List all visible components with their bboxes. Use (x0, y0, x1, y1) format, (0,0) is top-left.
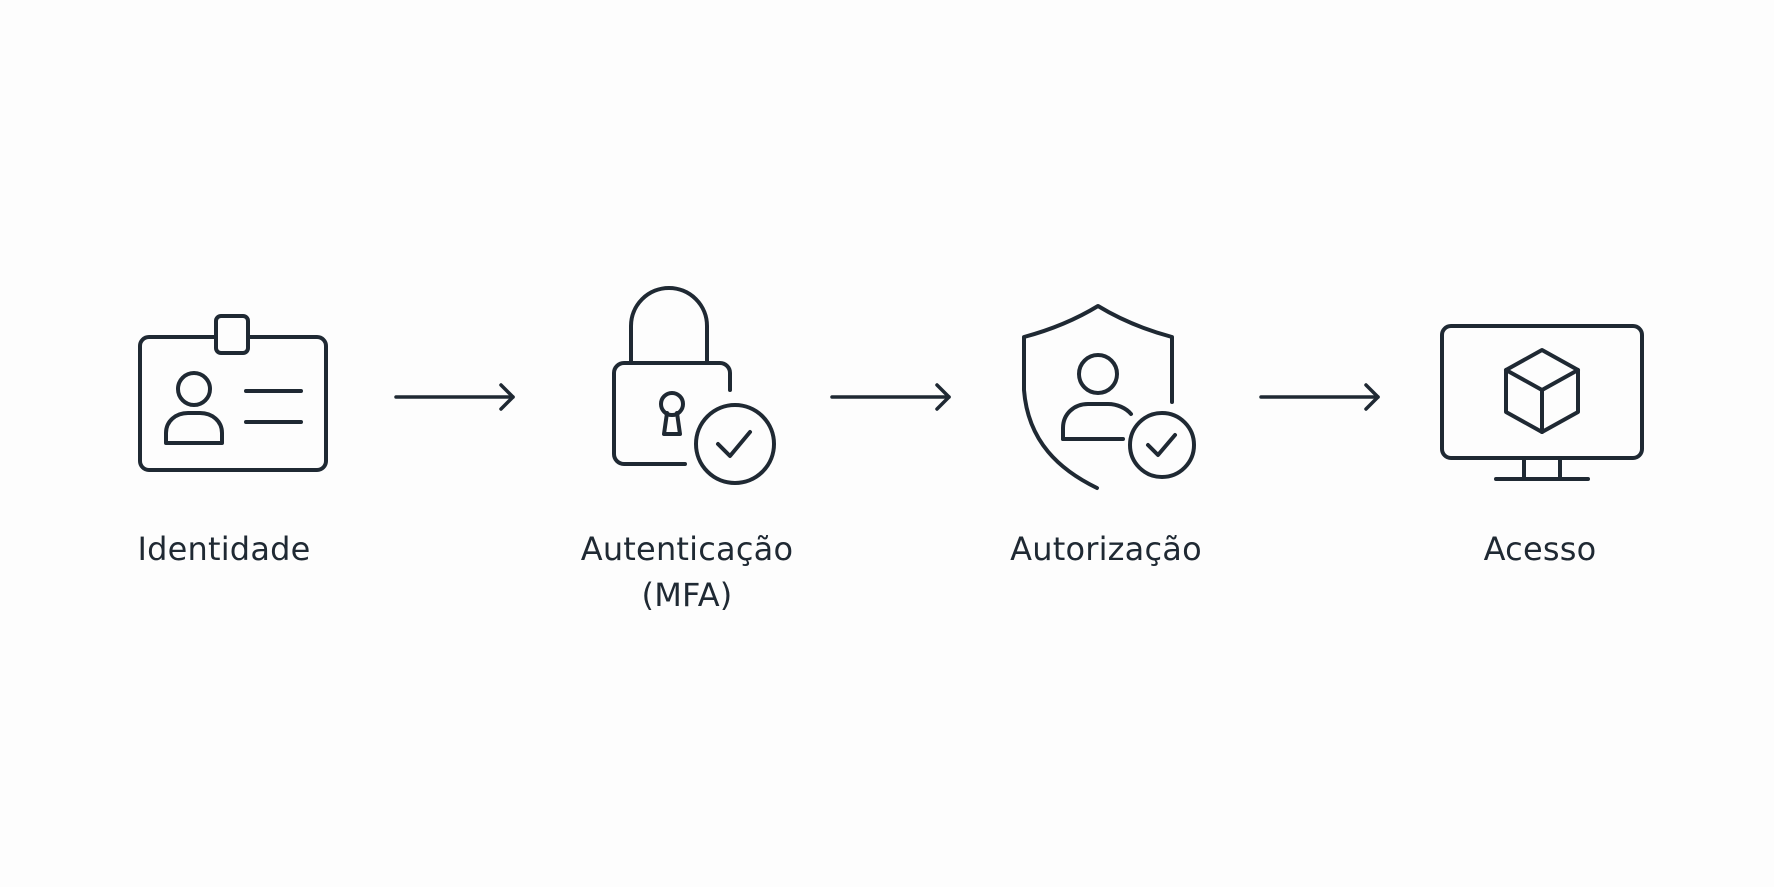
step-label-identidade: Identidade (112, 526, 336, 572)
step-label-line: Acesso (1483, 530, 1597, 568)
id-badge-icon (132, 312, 332, 474)
arrow-right-icon (830, 382, 954, 416)
step-label-line: Autenticação (580, 530, 794, 568)
step-label-line: Autorização (1010, 530, 1202, 568)
step-label-acesso: Acesso (1420, 526, 1660, 572)
arrow-right-icon (1259, 382, 1383, 416)
step-label-line: (MFA) (641, 576, 733, 614)
step-label-autorizacao: Autorização (966, 526, 1246, 572)
padlock-check-icon (605, 286, 781, 488)
arrow-right-icon (394, 382, 518, 416)
shield-user-check-icon (1020, 302, 1200, 492)
step-label-autenticacao: Autenticação (MFA) (547, 526, 827, 618)
step-label-line: Identidade (137, 530, 311, 568)
monitor-cube-icon (1438, 322, 1646, 486)
